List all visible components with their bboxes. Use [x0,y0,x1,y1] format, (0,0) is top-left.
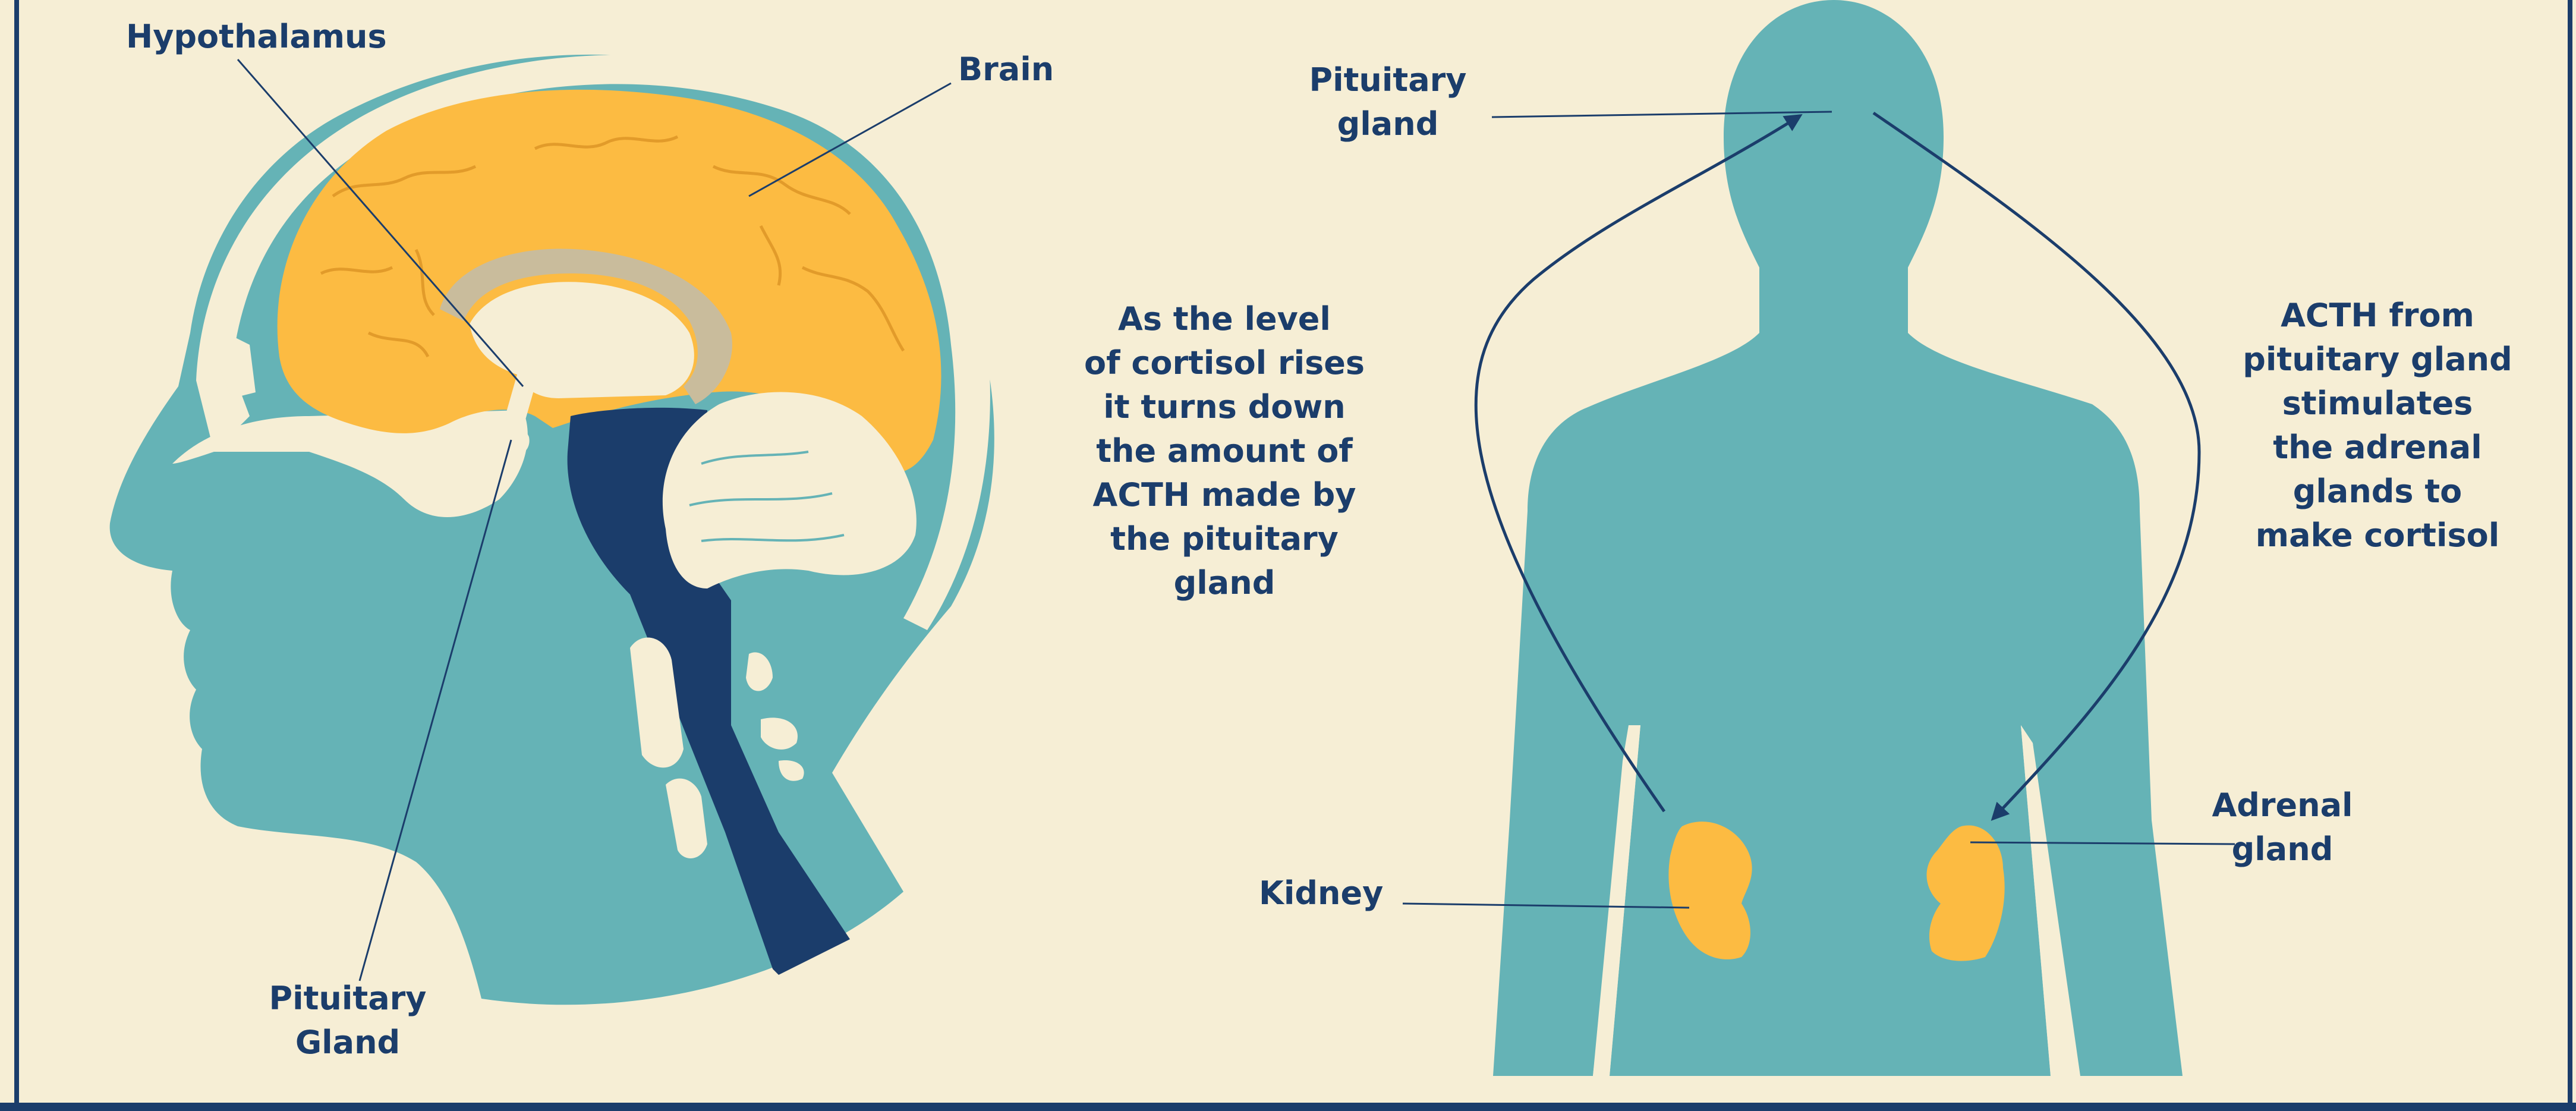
kidney-label: Kidney [1259,871,1383,915]
body-silhouette [1493,0,2183,1076]
body-illustration [1493,0,2183,1076]
frame-bottom-border [0,1103,2576,1111]
frame-right-border [2561,0,2576,1111]
frame-left-border [0,0,20,1111]
body-pituitary-gland-label: Pituitary gland [1302,58,1474,146]
acth-caption: ACTH from pituitary gland stimulates the… [2211,294,2544,558]
feedback-caption: As the level of cortisol rises it turns … [1058,297,1391,605]
head-pituitary-gland-label: Pituitary Gland [262,977,434,1065]
adrenal-gland-label: Adrenal gland [2190,783,2375,871]
hypothalamus-label: Hypothalamus [126,15,387,59]
head-illustration [110,55,994,1005]
brain-label: Brain [958,48,1054,92]
